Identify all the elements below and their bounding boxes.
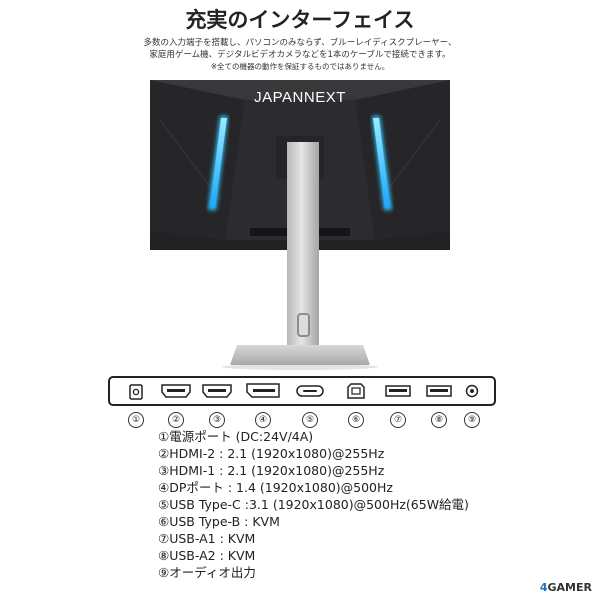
hdmi-port-icon <box>202 384 232 398</box>
port-number-5: ⑤ <box>302 412 318 428</box>
usb-b-port-icon <box>347 383 365 399</box>
spec-item: ④DPポート : 1.4 (1920x1080)@500Hz <box>158 480 393 495</box>
watermark-text: GAMER <box>547 581 592 594</box>
spec-item: ⑨オーディオ出力 <box>158 565 256 580</box>
spec-item: ⑦USB-A1 : KVM <box>158 531 256 546</box>
description-line-1: 多数の入力端子を搭載し、パソコンのみならず、ブルーレイディスクプレーヤー、 <box>143 38 457 48</box>
port-number-1: ① <box>128 412 144 428</box>
disclaimer-note: ※全ての機器の動作を保証するものではありません。 <box>210 62 390 71</box>
port-number-6: ⑥ <box>348 412 364 428</box>
spec-item: ⑧USB-A2 : KVM <box>158 548 256 563</box>
port-number-8: ⑧ <box>431 412 447 428</box>
audio-jack-icon <box>465 384 479 398</box>
monitor-logo: JAPANNEXT <box>254 89 346 106</box>
displayport-icon <box>246 383 280 398</box>
port-spec-list: ①電源ポート (DC:24V/4A) ②HDMI-2 : 2.1 (1920x1… <box>158 428 469 581</box>
port-number-2: ② <box>168 412 184 428</box>
spec-item: ①電源ポート (DC:24V/4A) <box>158 429 314 444</box>
site-watermark: 4GAMER <box>540 581 592 594</box>
watermark-logo: 4 <box>539 581 548 594</box>
hdmi-port-icon <box>161 384 191 398</box>
page-title: 充実のインターフェイス <box>185 8 415 32</box>
spec-item: ⑥USB Type-B : KVM <box>158 514 280 529</box>
port-panel <box>108 376 496 406</box>
usb-a-port-icon <box>385 385 411 397</box>
port-number-7: ⑦ <box>390 412 406 428</box>
usb-c-port-icon <box>296 385 324 397</box>
description-line-2: 家庭用ゲーム機、デジタルビデオカメラなどを1本のケーブルで接続できます。 <box>149 50 451 60</box>
port-number-9: ⑨ <box>464 412 480 428</box>
spec-item: ③HDMI-1 : 2.1 (1920x1080)@255Hz <box>158 463 385 478</box>
spec-item: ⑤USB Type-C :3.1 (1920x1080)@500Hz(65W給電… <box>158 497 469 512</box>
spec-item: ②HDMI-2 : 2.1 (1920x1080)@255Hz <box>158 446 385 461</box>
dc-power-port-icon <box>129 384 143 400</box>
stand-base <box>230 345 370 365</box>
cable-management-slot <box>297 313 310 337</box>
port-number-3: ③ <box>209 412 225 428</box>
usb-a-port-icon <box>426 385 452 397</box>
port-number-4: ④ <box>255 412 271 428</box>
